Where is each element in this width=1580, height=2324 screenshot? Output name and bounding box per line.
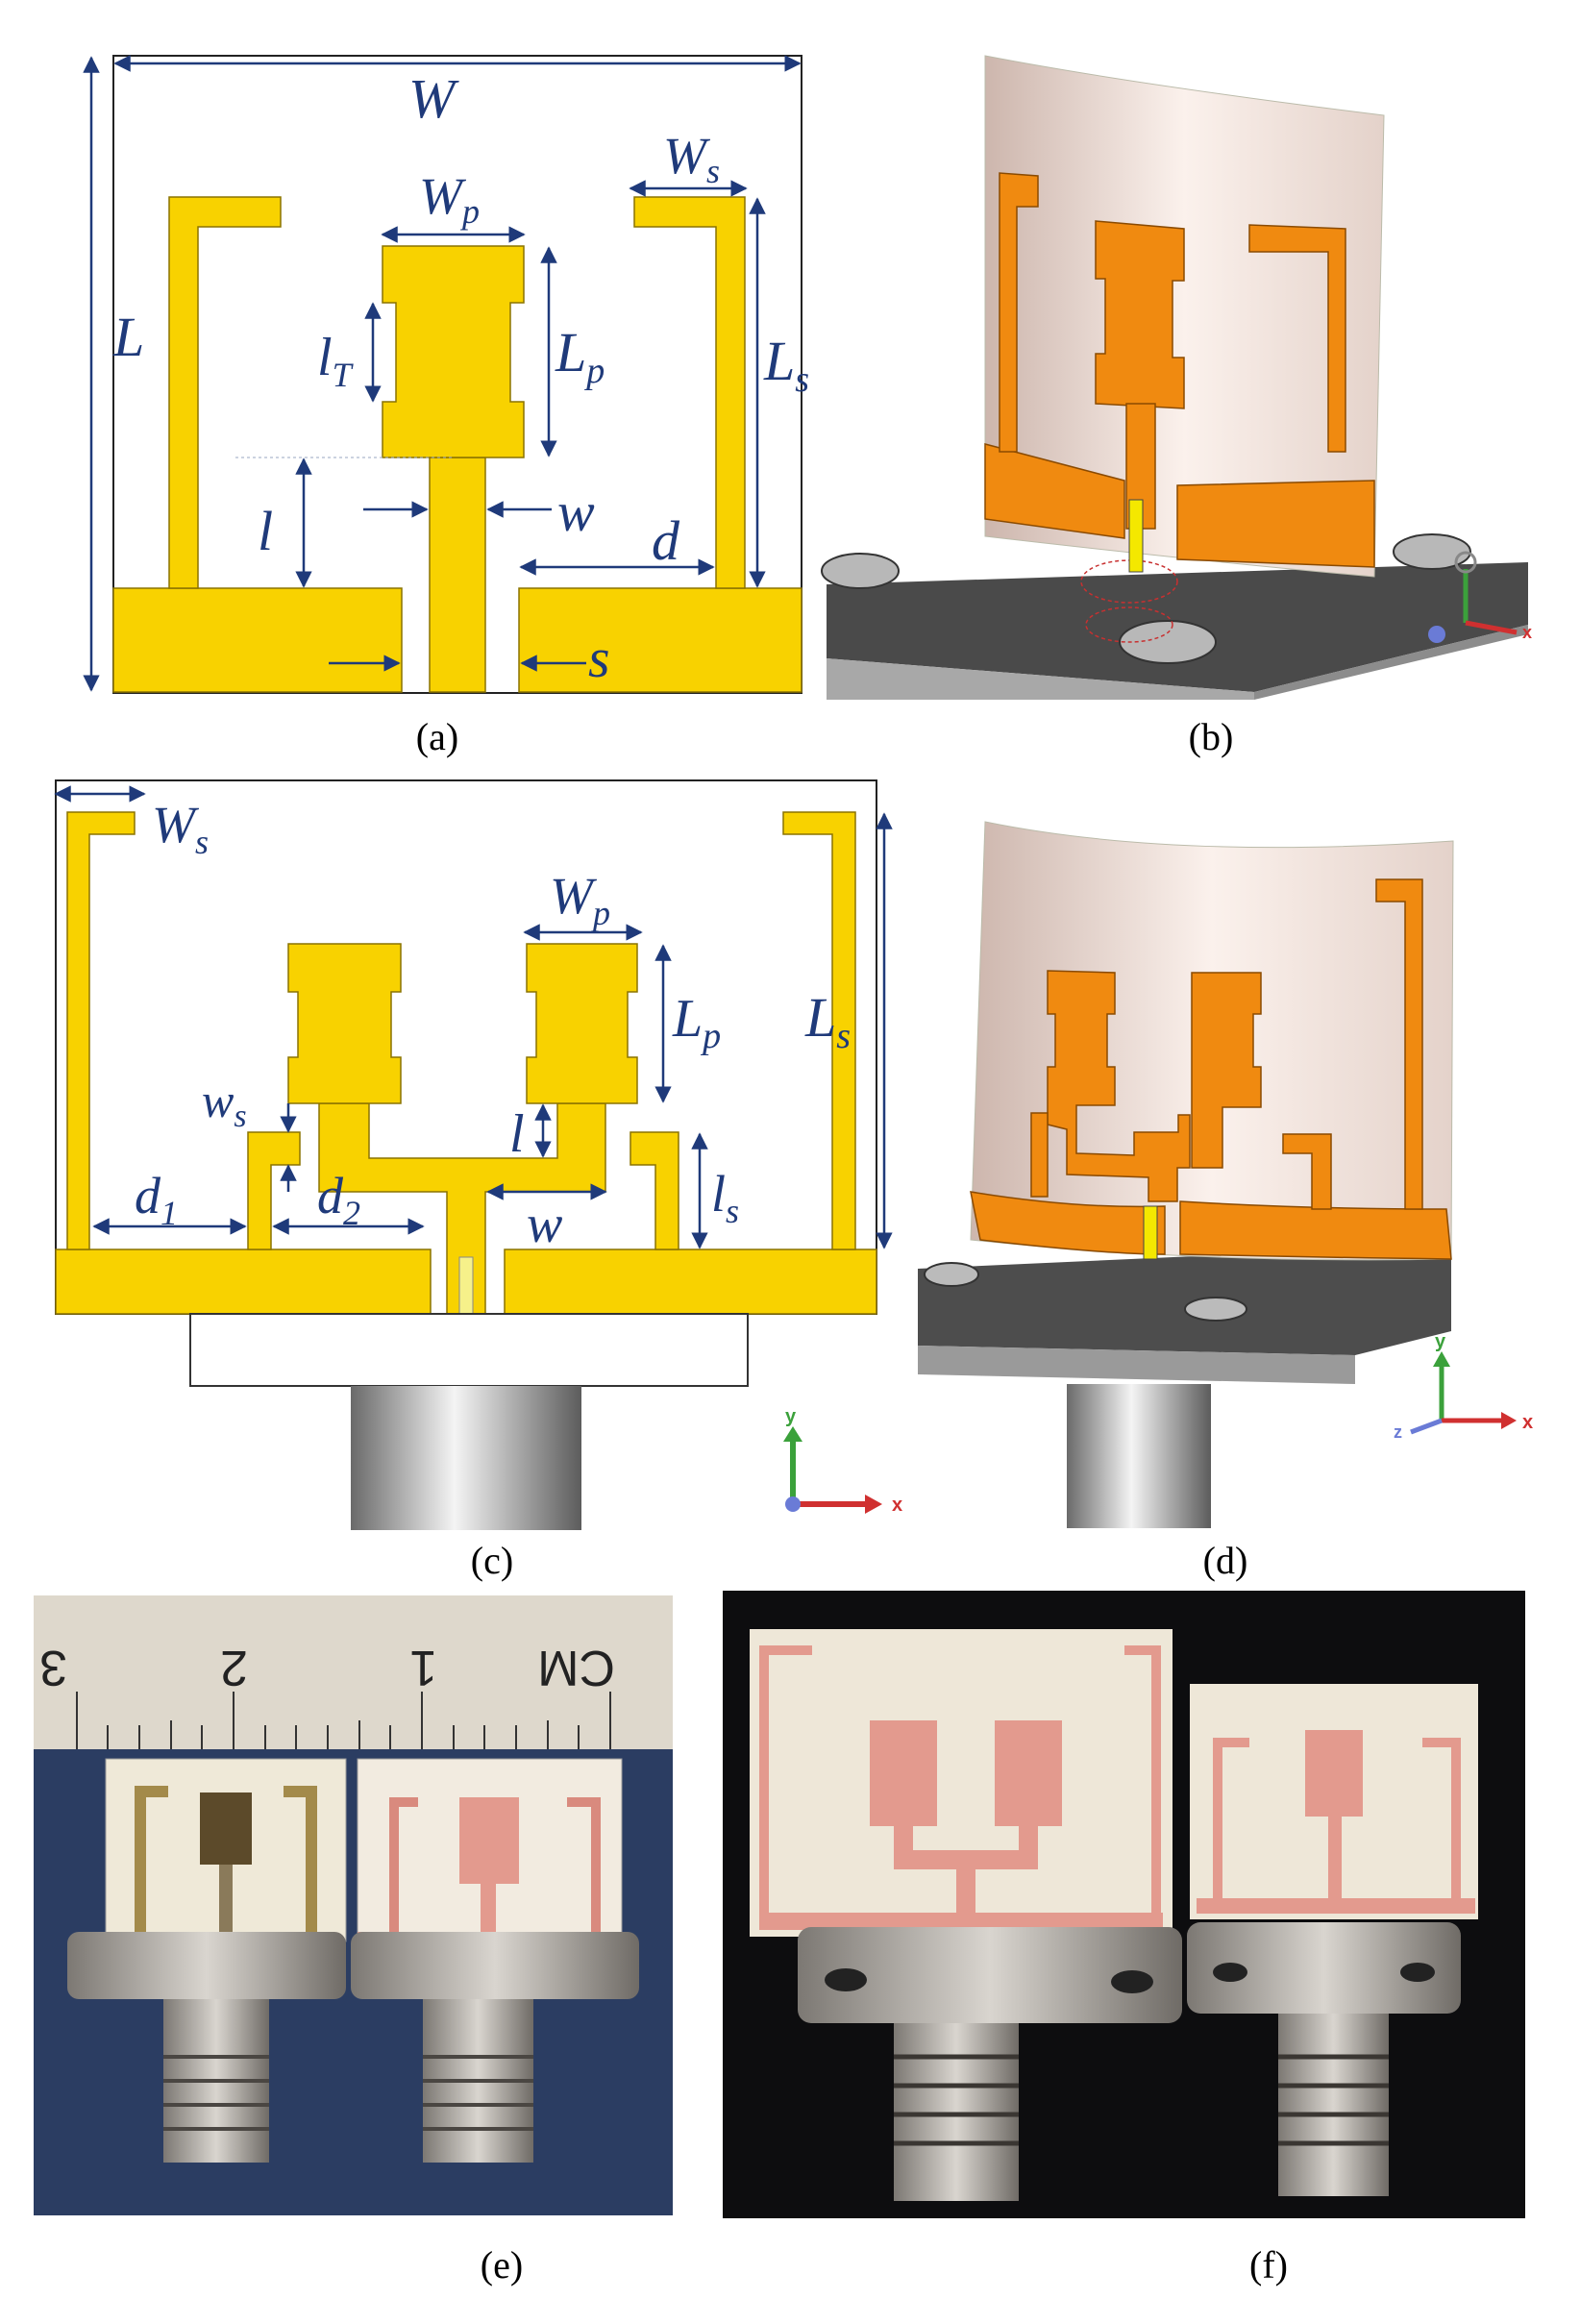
axis-x-label-b: x (1522, 623, 1532, 642)
caption-c: (c) (471, 1539, 513, 1582)
radiating-patch (382, 245, 525, 458)
label-s: s (588, 627, 610, 689)
ruler-cm-label: CM (537, 1640, 615, 1695)
curved-copper-traces-d (970, 878, 1452, 1260)
panel-d: y x z (918, 821, 1533, 1528)
label-Ls-c: Ls (804, 986, 851, 1056)
label-Wp: Wp (419, 167, 480, 231)
caption-e: (e) (481, 2243, 523, 2287)
panel-a: W L Ws Wp Lp lT Ls l w d s (83, 55, 809, 694)
label-w: w (557, 481, 595, 543)
label-Lp-c: Lp (672, 989, 721, 1056)
patch-right (526, 943, 638, 1104)
label-l-c: l (509, 1104, 525, 1164)
ruler-number-2: 2 (220, 1640, 248, 1695)
axis-x-label-c: x (892, 1495, 902, 1516)
caption-f: (f) (1249, 2243, 1288, 2287)
label-Ls: Ls (763, 330, 809, 400)
curved-copper-traces (984, 172, 1375, 568)
panel-c: Ws Wp Lp Ls ws l ls d1 d2 w y x z (54, 779, 902, 1530)
right-l-stub (633, 196, 746, 589)
label-d2-c: d2 (317, 1167, 360, 1232)
label-w-c: w (527, 1195, 562, 1254)
label-W: W (408, 67, 459, 130)
label-ws-c: ws (202, 1074, 247, 1134)
panel-f-photo (723, 1591, 1525, 2218)
label-d1-c: d1 (135, 1167, 178, 1232)
ruler-number-3: 3 (39, 1640, 67, 1695)
label-d: d (652, 509, 680, 572)
label-L: L (112, 306, 144, 368)
label-Lp: Lp (555, 321, 605, 391)
label-lT: lT (317, 328, 355, 394)
caption-d: (d) (1203, 1539, 1248, 1582)
ruler (34, 1595, 673, 1749)
axis-x-label-d: x (1522, 1412, 1533, 1433)
axis-z-label-d: z (1394, 1422, 1402, 1442)
label-l: l (258, 500, 273, 562)
ruler-number-1: 1 (409, 1640, 437, 1695)
curved-substrate-sheet (984, 55, 1385, 578)
ground-plane (112, 587, 802, 693)
label-Ws: Ws (663, 127, 720, 190)
patch-left (287, 943, 402, 1104)
feed-line (429, 457, 486, 693)
caption-a: (a) (416, 715, 458, 758)
left-l-stub (168, 196, 282, 589)
label-Wp-c: Wp (550, 867, 610, 932)
caption-b: (b) (1189, 715, 1234, 758)
panel-b: x (821, 55, 1532, 700)
axis-z-label-c: z (777, 1498, 783, 1514)
axis-y-label-c: y (785, 1406, 797, 1427)
label-Ws-c: Ws (152, 796, 209, 861)
axis-y-label-d: y (1435, 1331, 1446, 1352)
label-ls-c: ls (711, 1165, 739, 1230)
panel-e-photo: 3 2 1 CM (34, 1595, 673, 2215)
